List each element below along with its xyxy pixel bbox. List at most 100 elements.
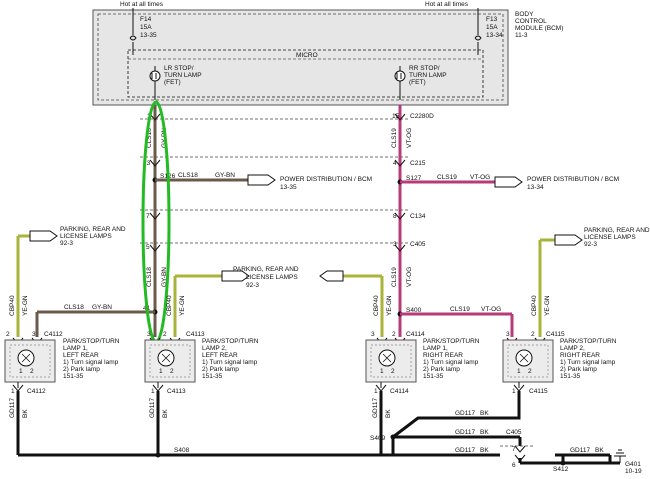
- splice-s412: S412: [553, 466, 569, 473]
- lamp2l-pin-top-left: 2: [163, 331, 167, 338]
- parking-ref-left-inner: PARKING, REAR AND LICENSE LAMPS 92-3 CBP…: [166, 266, 299, 337]
- right-circuit-lower: CLS19: [391, 267, 398, 287]
- gd-label-4: GD117: [455, 410, 475, 417]
- fuse-f13-page: 13-34: [486, 32, 503, 39]
- fuse-f14-id: F14: [140, 16, 152, 23]
- right-color-upper: VT-OG: [406, 128, 413, 148]
- park-ref-lo-line3: 92-3: [60, 240, 73, 247]
- connector-c405-upper: C405: [410, 241, 426, 248]
- ground-wiring: S408 GD117 BK GD117 BK GD117 BK S409 GD1…: [9, 391, 642, 475]
- park-ref-lo-line1: PARKING, REAR AND: [60, 226, 126, 233]
- gd-label-5: GD117: [455, 429, 475, 436]
- ground-icon: [614, 449, 626, 463]
- splice-s408: S408: [174, 447, 190, 454]
- lamp1r-cbp: CBP40: [373, 295, 380, 316]
- lamp2r-conn-bottom: C4115: [529, 388, 548, 395]
- lamp2l-conn-top: C4113: [186, 331, 205, 338]
- hot-label-left: Hot at all times: [120, 1, 164, 8]
- bk-label-5: BK: [480, 429, 489, 436]
- lamp2l-item-1: 1) Turn signal lamp: [202, 359, 258, 366]
- lamp1l-cbp-color: YE-GN: [22, 295, 29, 316]
- lamp2l-title-1: PARK/STOP/TURN: [202, 338, 259, 345]
- left-harness: 1 13 7 5 CLS18 GY-BN CLS18 GY-BN S126 CL…: [35, 105, 372, 337]
- gd-label-7: GD117: [570, 447, 590, 454]
- lamp2l-pin-top-right: 3: [147, 331, 151, 338]
- g401-page: 10-19: [625, 468, 642, 475]
- connector-dashes: [140, 118, 410, 244]
- lamp2-right: 2 3 C4115 1 2 1 C4115 PARK/STOP/TURN LAM…: [502, 331, 617, 395]
- lamp2r-pin-top-right: 3: [506, 331, 510, 338]
- fuse-f13-id: F13: [486, 16, 498, 23]
- rr-fet-line3: (FET): [409, 79, 426, 86]
- bk-label-3: BK: [385, 409, 392, 418]
- fuse-f14-amp: 15A: [140, 24, 152, 31]
- lamp2r-pin-top-left: 2: [531, 331, 535, 338]
- lamp1l-pin-bottom: 1: [11, 388, 15, 395]
- lamp1l-item-2: 2) Park lamp: [63, 366, 100, 373]
- left-bottom-circuit: CLS18: [64, 304, 84, 311]
- lr-fet-line2: TURN LAMP: [164, 72, 202, 79]
- right-bottom-color: VT-OG: [481, 306, 501, 313]
- right-circuit-upper: CLS19: [391, 128, 398, 148]
- parking-ref-right-inner: CBP40 YE-GN: [319, 270, 393, 337]
- lamp1l-title-3: LEFT REAR: [63, 352, 99, 359]
- left-color-lower: GY-BN: [161, 267, 168, 287]
- lamp1r-cbp-color: YE-GN: [386, 295, 393, 316]
- left-pin-5: 5: [146, 244, 150, 251]
- ground-pin-7: 7: [512, 446, 516, 453]
- lamp2l-pin-bottom: 1: [151, 388, 155, 395]
- park-ref-li-line2: LICENSE LAMPS: [246, 274, 298, 281]
- park-ref-ro-line2: LICENSE LAMPS: [584, 234, 636, 241]
- lamp2r-title-1: PARK/STOP/TURN: [560, 338, 617, 345]
- svg-text:2: 2: [391, 368, 395, 375]
- splice-s127: S127: [406, 175, 422, 182]
- parking-ref-right-outer: PARKING, REAR AND LICENSE LAMPS 92-3 CBP…: [531, 227, 650, 337]
- gd-label-3: GD117: [372, 398, 379, 418]
- splice-s409: S409: [370, 435, 386, 442]
- lamp1l-item-1: 1) Turn signal lamp: [63, 359, 119, 366]
- bcm-name-line2: CONTROL: [515, 18, 547, 25]
- lamp1l-title-1: PARK/STOP/TURN: [63, 338, 120, 345]
- lamp2l-title-3: LEFT REAR: [202, 352, 238, 359]
- lamp1l-conn-bottom: C4112: [27, 388, 46, 395]
- lamp1r-item-3: 151-35: [423, 373, 444, 380]
- gd-label-1: GD117: [9, 398, 16, 418]
- lamp1r-item-2: 2) Park lamp: [423, 366, 460, 373]
- lamp1r-title-2: LAMP 1,: [423, 345, 448, 352]
- left-circuit-lower: CLS18: [146, 267, 153, 287]
- bcm-name-line1: BODY: [515, 11, 534, 18]
- right-pin-3: 3: [393, 241, 397, 248]
- lamp2r-item-3: 151-35: [560, 373, 581, 380]
- rr-fet-line2: TURN LAMP: [409, 72, 447, 79]
- svg-text:2: 2: [528, 368, 532, 375]
- bcm-name-line3: MODULE (BCM): [515, 25, 563, 32]
- lamp1r-item-1: 1) Turn signal lamp: [423, 359, 479, 366]
- lamp2l-item-2: 2) Park lamp: [202, 366, 239, 373]
- connector-c2280d: C2280D: [410, 113, 434, 120]
- parking-ref-left-outer: PARKING, REAR AND LICENSE LAMPS 92-3 CBP…: [9, 226, 126, 337]
- lamp1r-title-3: RIGHT REAR: [423, 352, 463, 359]
- right-color-lower: VT-OG: [406, 267, 413, 287]
- lamp2r-cbp-color: YE-GN: [544, 295, 551, 316]
- lamp2r-pin-bottom: 1: [512, 388, 516, 395]
- lr-fet-line1: LR STOP/: [164, 65, 194, 72]
- left-branch-color: GY-BN: [215, 172, 235, 179]
- left-pin-13: 13: [143, 160, 151, 167]
- right-pin-15: 15: [392, 113, 400, 120]
- bcm-name-page: 11-3: [515, 32, 528, 39]
- lamp2r-title-3: RIGHT REAR: [560, 352, 600, 359]
- bk-label-7: BK: [595, 447, 604, 454]
- g401-label: G401: [625, 461, 641, 468]
- lamp2r-conn-top: C4115: [546, 331, 565, 338]
- fuse-f13-amp: 15A: [486, 24, 498, 31]
- lamp1l-pin-top-left: 2: [6, 331, 10, 338]
- lamp1r-title-1: PARK/STOP/TURN: [423, 338, 480, 345]
- lr-fet-symbol: [149, 66, 161, 100]
- lr-fet-line3: (FET): [164, 79, 181, 86]
- lamp1r-pin-bottom: 1: [374, 388, 378, 395]
- bcm-module: Hot at all times Hot at all times F14 15…: [92, 1, 563, 106]
- lamp2r-title-2: LAMP 2,: [560, 345, 585, 352]
- lamp1r-conn-bottom: C4114: [390, 388, 409, 395]
- bk-label-6: BK: [480, 447, 489, 454]
